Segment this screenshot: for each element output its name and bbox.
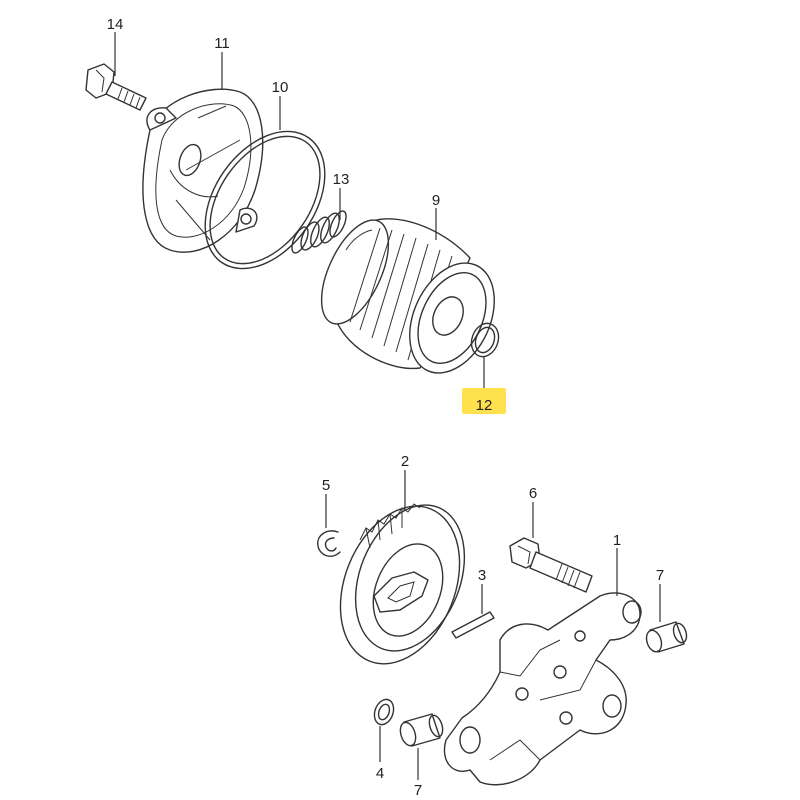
- callout-9: 9: [432, 192, 440, 209]
- part-9-oil-filter[interactable]: [308, 210, 511, 386]
- callout-7-bottom: 7: [414, 782, 422, 799]
- part-12-small-o-ring[interactable]: [467, 320, 503, 361]
- callout-5: 5: [322, 477, 330, 494]
- part-3-pin[interactable]: [451, 611, 495, 639]
- part-7-dowel-pin-bottom[interactable]: [398, 713, 445, 748]
- callout-10: 10: [272, 79, 289, 96]
- callout-7-right: 7: [656, 567, 664, 584]
- part-5-circlip[interactable]: [317, 530, 341, 557]
- callout-14: 14: [107, 16, 124, 33]
- part-6-bolt[interactable]: [509, 537, 593, 593]
- part-1-pump-body[interactable]: [443, 592, 642, 786]
- callout-13: 13: [333, 171, 350, 188]
- leader-lines: [114, 32, 661, 780]
- part-11-filter-cap[interactable]: [142, 88, 264, 253]
- part-7-dowel-pin-right[interactable]: [644, 621, 689, 654]
- part-13-spring[interactable]: [289, 209, 350, 255]
- callout-12-highlight: [462, 388, 506, 414]
- callout-4: 4: [376, 765, 384, 782]
- callout-6: 6: [529, 485, 537, 502]
- callout-12: 12: [476, 397, 493, 414]
- callout-11: 11: [214, 35, 230, 52]
- callout-2: 2: [401, 453, 409, 470]
- part-4-washer[interactable]: [371, 697, 397, 728]
- part-14-bolt[interactable]: [85, 63, 147, 111]
- callout-3: 3: [478, 567, 486, 584]
- part-2-gear[interactable]: [318, 488, 485, 681]
- callout-1: 1: [613, 532, 621, 549]
